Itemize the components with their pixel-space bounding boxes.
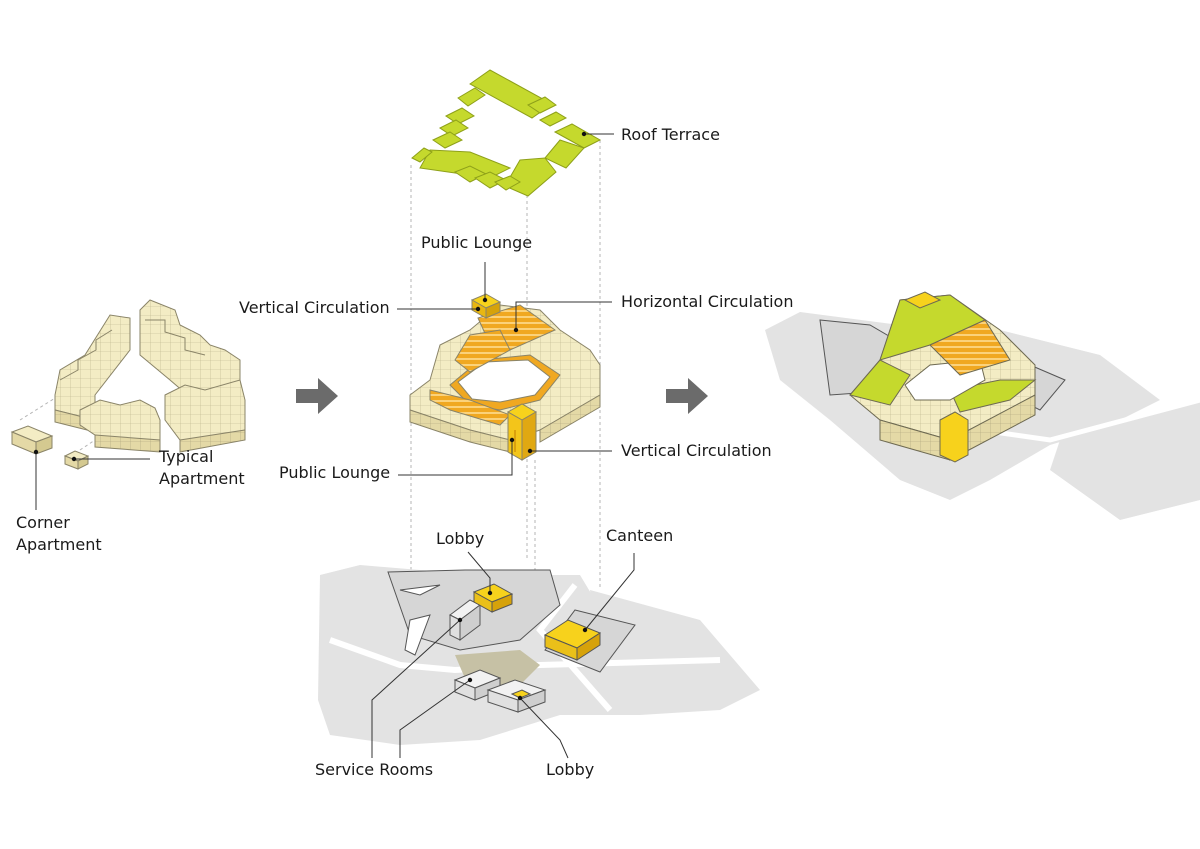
label-vertical-circulation-left: Vertical Circulation [239,298,390,317]
circulation-building [409,293,601,461]
combined-building-site [765,291,1200,520]
label-lobby-top: Lobby [436,529,485,548]
label-public-lounge-bottom: Public Lounge [279,463,391,482]
arrow-1 [296,378,338,414]
leader-lines [35,133,635,759]
corner-apartment-module [10,425,54,455]
label-service-rooms: Service Rooms [315,760,434,779]
label-canteen: Canteen [606,526,674,545]
apartment-modules-ring [54,299,246,453]
site-plan [318,565,760,745]
typical-apartment-module [63,450,90,470]
label-roof-terrace: Roof Terrace [621,125,720,144]
label-vertical-circulation-right: Vertical Circulation [621,441,772,460]
label-lobby-bottom: Lobby [546,760,595,779]
arrow-2 [666,378,708,414]
leader-dots [33,131,588,701]
roof-terrace-plates [411,69,602,197]
label-horizontal-circulation: Horizontal Circulation [621,292,794,311]
label-public-lounge-top: Public Lounge [421,233,533,252]
label-corner-apartment: Corner Apartment [16,513,102,554]
label-typical-apartment: Typical Apartment [159,447,245,488]
